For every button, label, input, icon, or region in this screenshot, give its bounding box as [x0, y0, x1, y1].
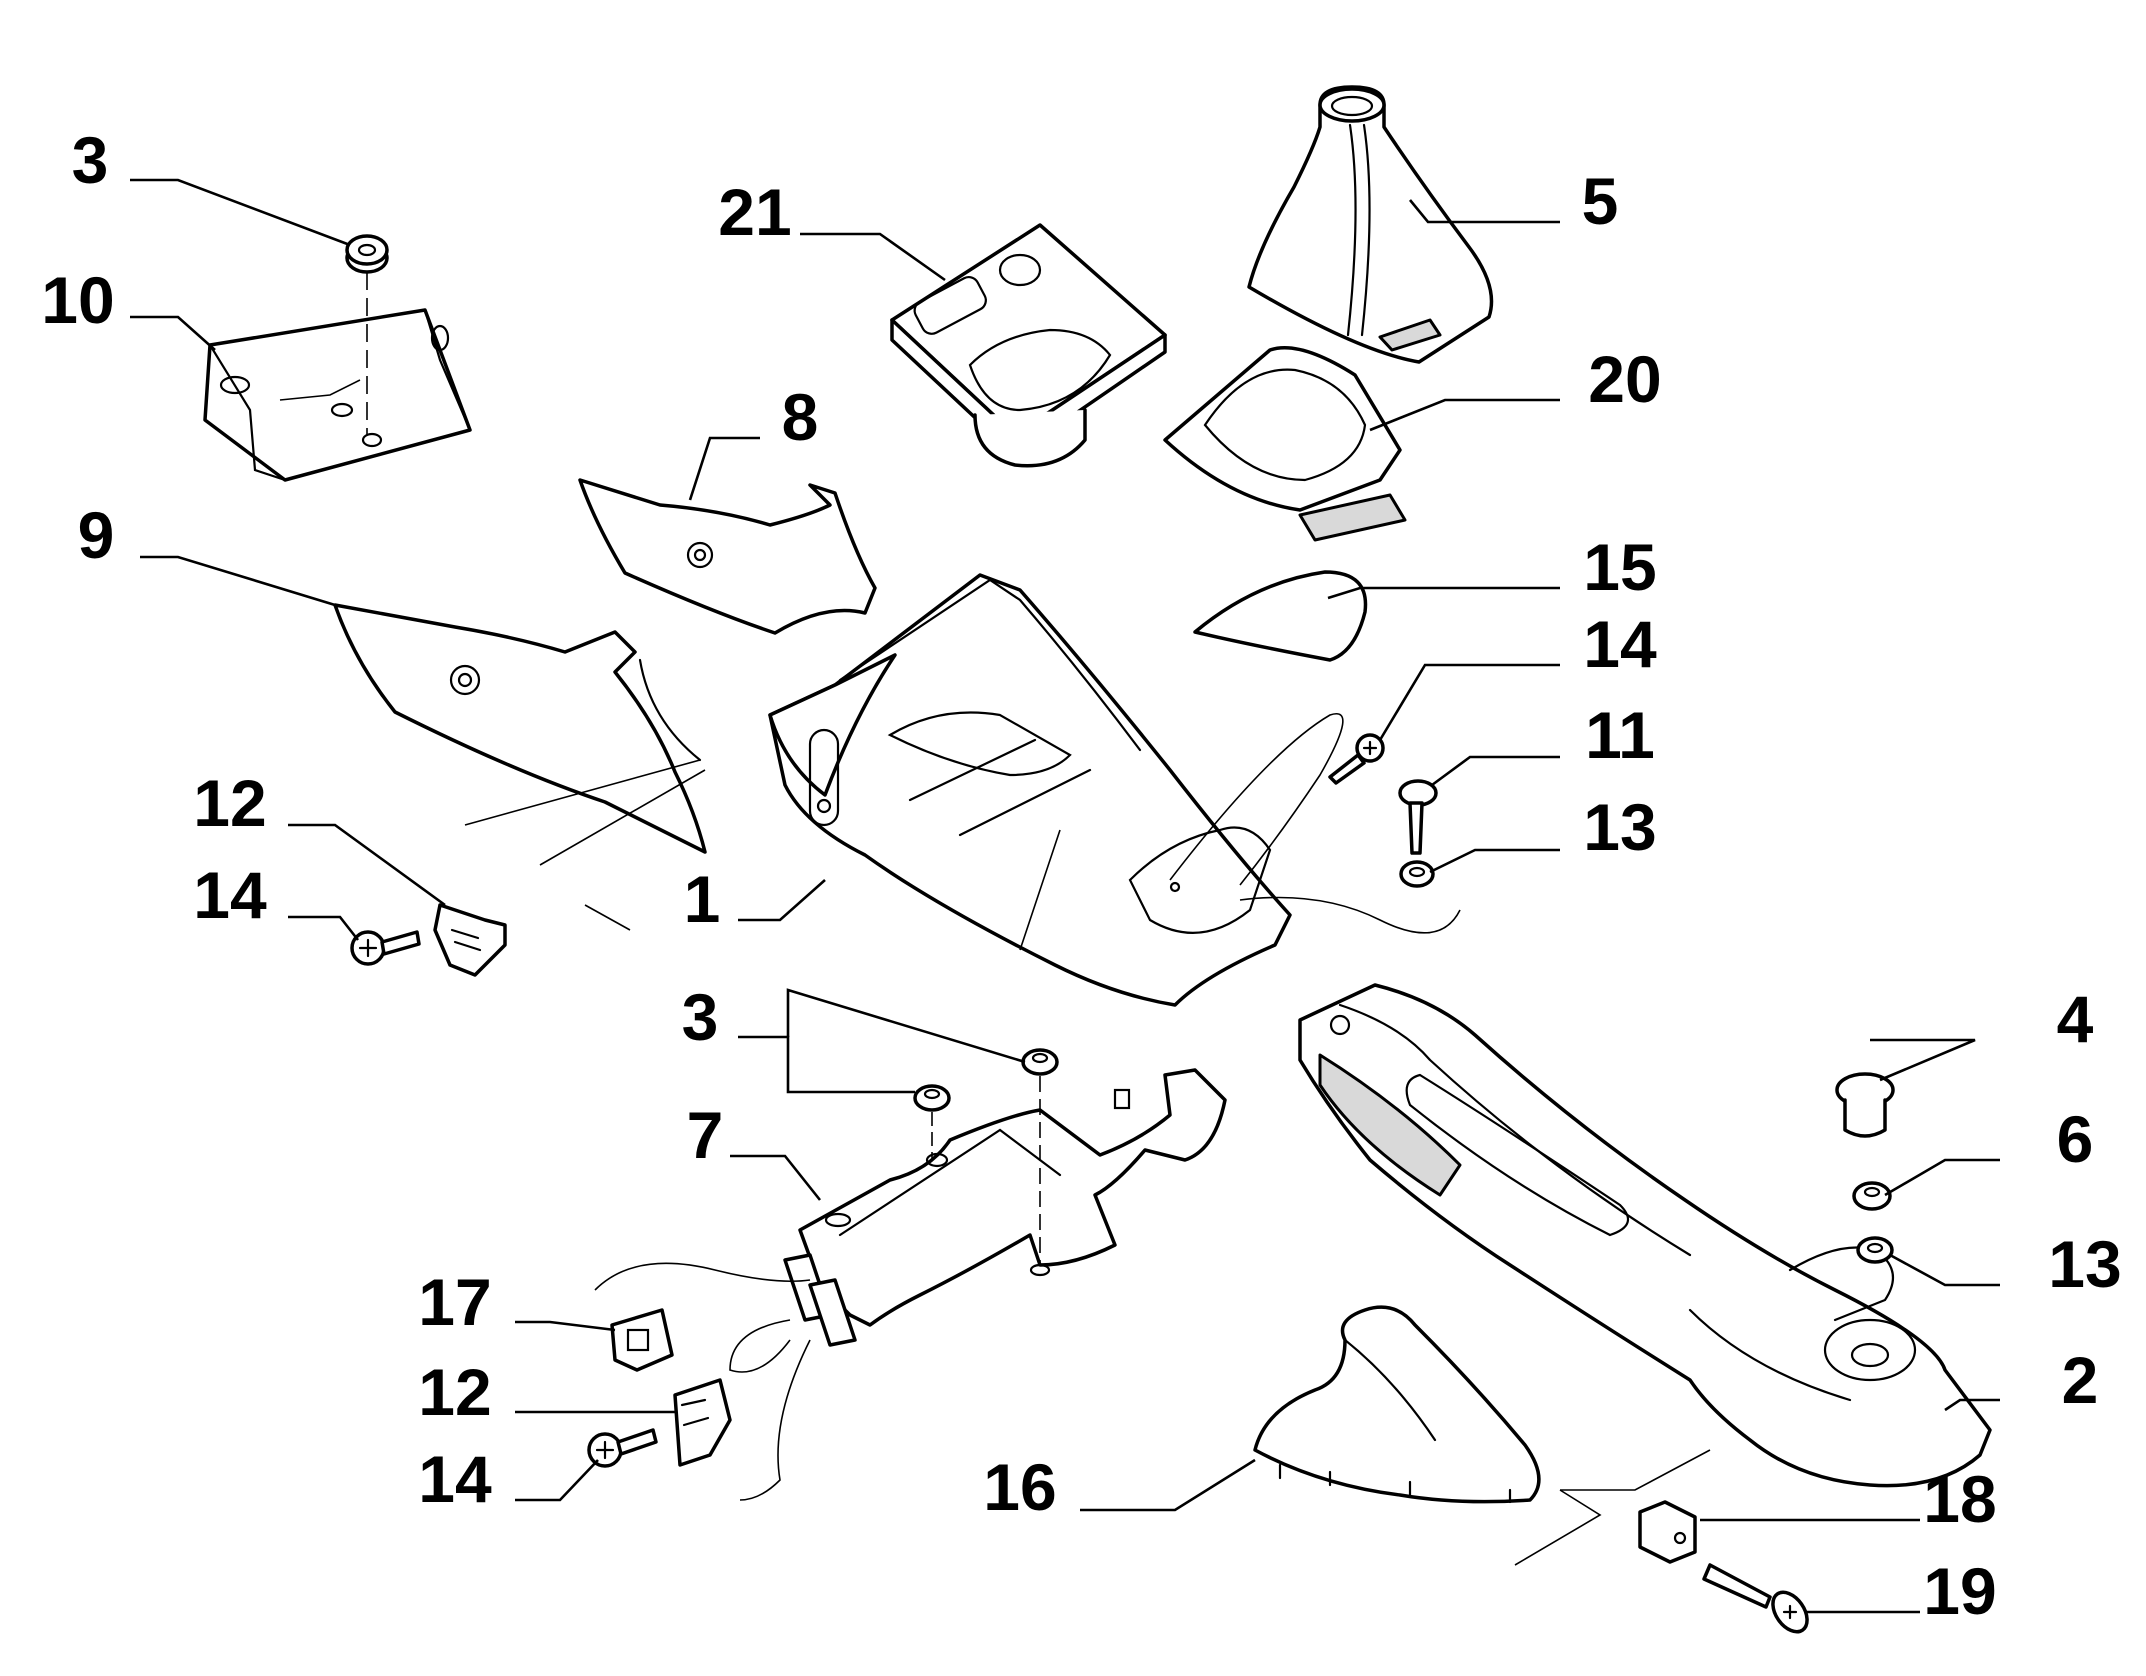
callout-13-right: 13	[2048, 1227, 2121, 1301]
part-1-center-console	[768, 573, 1292, 1007]
callout-6: 6	[2057, 1102, 2094, 1176]
callout-18: 18	[1923, 1462, 1996, 1536]
callout-5: 5	[1582, 164, 1619, 238]
callout-3-center: 3	[682, 980, 719, 1054]
part-20-gear-surround	[1163, 346, 1407, 542]
part-3-nut-left	[913, 1084, 951, 1160]
part-11-screw	[1398, 779, 1438, 855]
callout-2: 2	[2062, 1343, 2099, 1417]
leader-lines	[130, 178, 2000, 1614]
part-19-screw	[1702, 1563, 1809, 1634]
callout-14-lower: 14	[418, 1442, 492, 1516]
part-14-screw-right	[1328, 733, 1385, 785]
part-16-lever-trim	[1253, 1305, 1541, 1504]
part-14-screw-lower	[587, 1428, 658, 1468]
part-4-plug	[1835, 1072, 1895, 1138]
part-18-clip	[1638, 1500, 1697, 1564]
callout-4: 4	[2057, 982, 2094, 1056]
callout-13-top: 13	[1583, 790, 1656, 864]
part-5-gear-boot	[1247, 85, 1494, 364]
callout-21: 21	[718, 175, 791, 249]
callout-12-left: 12	[193, 766, 266, 840]
part-3-nut-top	[345, 234, 389, 435]
callout-14-right: 14	[1583, 607, 1657, 681]
part-2-rear-console	[1298, 983, 1992, 1488]
callout-17: 17	[418, 1265, 491, 1339]
callout-9: 9	[78, 498, 115, 572]
part-17-clip	[610, 1308, 674, 1372]
part-12-clip-left	[433, 903, 507, 977]
part-10-bracket	[203, 308, 472, 482]
part-21-tray	[890, 223, 1167, 468]
callout-8: 8	[782, 380, 819, 454]
part-7-floor-bracket	[783, 1068, 1227, 1347]
part-14-screw-left	[350, 930, 421, 966]
part-15-cover	[1193, 570, 1368, 662]
callout-3-top: 3	[72, 123, 109, 197]
part-13-washer-top	[1399, 860, 1435, 888]
part-9-side-panel	[333, 603, 707, 854]
callout-11: 11	[1585, 698, 1655, 772]
callout-10: 10	[41, 263, 114, 337]
callout-7: 7	[687, 1098, 724, 1172]
callout-15: 15	[1583, 530, 1656, 604]
callout-19: 19	[1923, 1554, 1996, 1628]
callout-12-lower: 12	[418, 1355, 491, 1429]
callout-1: 1	[684, 862, 721, 936]
callout-14-left: 14	[193, 858, 267, 932]
part-6-nut	[1852, 1181, 1892, 1211]
callout-20: 20	[1588, 342, 1661, 416]
part-8-side-panel	[578, 478, 877, 635]
part-12-clip-lower	[673, 1378, 732, 1467]
callout-16: 16	[983, 1450, 1056, 1524]
part-13-washer-right	[1856, 1236, 1894, 1264]
